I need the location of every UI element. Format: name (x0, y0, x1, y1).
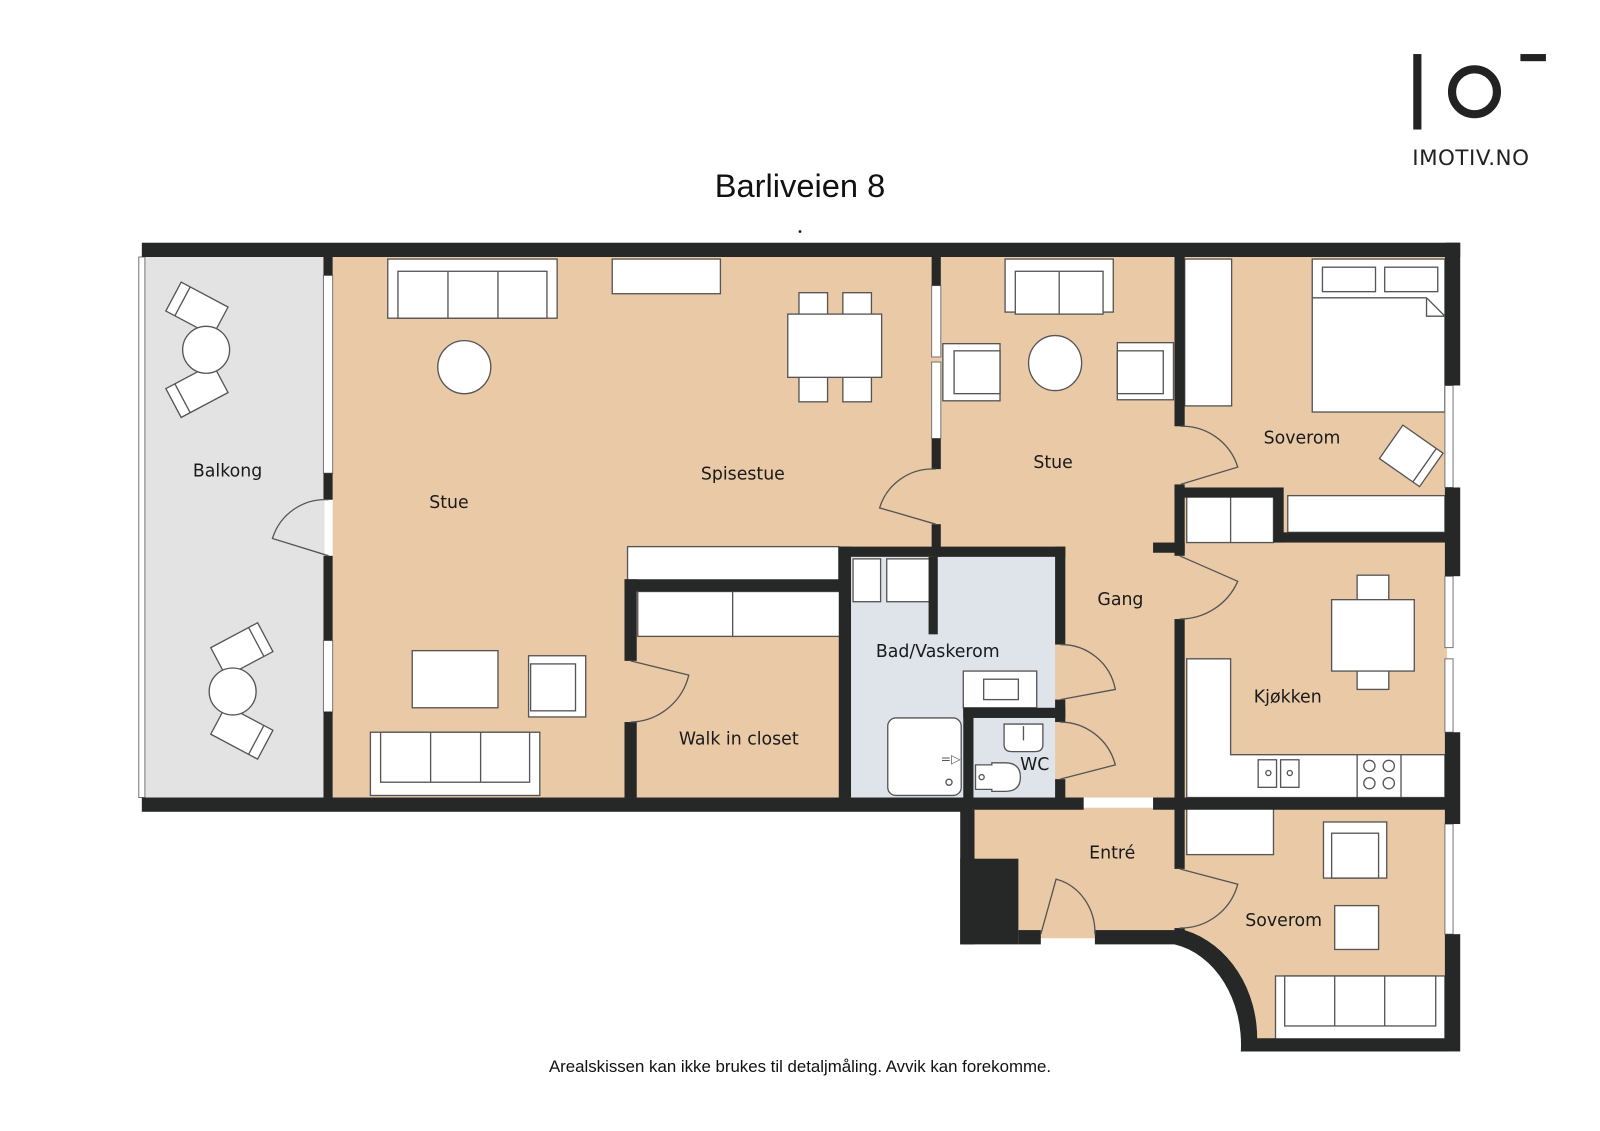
sofa-stue-top (387, 258, 558, 319)
desk-soverom-top (1287, 494, 1446, 534)
doors (271, 425, 1239, 935)
door-entre (1040, 878, 1096, 935)
label-stue-small: Stue (1033, 453, 1072, 473)
label-walk-in-closet: Walk in closet (679, 729, 799, 749)
door-walk-in-closet (630, 660, 690, 723)
armchair-soverom-bottom (1322, 821, 1388, 879)
brand-text: IMOTIV.NO (1412, 146, 1529, 171)
room-labels: Balkong Stue Spisestue Stue Soverom Walk… (193, 429, 1341, 931)
sink-bad (962, 670, 1038, 709)
round-table-stue-small (1027, 334, 1083, 392)
sofa-stue-bottom (369, 731, 541, 797)
balcony-set-top (164, 281, 231, 419)
armchair-stue-small-right (1116, 342, 1175, 401)
wc-fixtures (974, 723, 1044, 793)
label-wc: WC (1020, 755, 1049, 775)
dining-set-spisestue (787, 292, 883, 403)
coffee-table-stue (411, 649, 499, 709)
armchair-stue (527, 655, 587, 718)
label-bad-vaskerom: Bad/Vaskerom (876, 642, 1000, 662)
shelves-walk-in-closet (637, 590, 841, 638)
sofa-stue-small (1004, 258, 1114, 315)
stove (1356, 754, 1402, 799)
page-title: Barliveien 8 (715, 167, 886, 204)
balcony-set-bottom (208, 621, 274, 760)
sideboard-spisestue (611, 258, 722, 295)
dining-set-kjokken (1330, 574, 1415, 691)
logo-bar-icon (1413, 54, 1422, 130)
door-wc (1060, 721, 1117, 780)
label-soverom-bottom: Soverom (1245, 911, 1322, 931)
side-table-soverom-bottom (1334, 904, 1380, 951)
bed-soverom-top (1311, 258, 1446, 413)
bath-fixtures: =▷ (852, 558, 1038, 797)
logo-ring-icon (1447, 65, 1502, 119)
label-stue-main: Stue (429, 493, 468, 513)
armchair-soverom-top (1378, 424, 1444, 488)
counter-spisestue (626, 545, 840, 582)
toilet (974, 762, 1022, 793)
title-dot (798, 230, 802, 233)
brand-logo: IMOTIV.NO (1412, 54, 1546, 171)
shower-bad (887, 717, 962, 797)
door-kjokken (1179, 555, 1239, 620)
round-table-stue (437, 339, 492, 395)
label-spisestue: Spisestue (701, 464, 785, 484)
label-entre: Entré (1089, 844, 1135, 864)
label-gang: Gang (1097, 590, 1143, 610)
label-kjokken: Kjøkken (1254, 688, 1322, 708)
door-spisestue-stue (878, 468, 936, 525)
sofa-soverom-bottom (1274, 975, 1446, 1040)
svg-text:=▷: =▷ (941, 752, 961, 766)
disclaimer-text: Arealskissen kan ikke brukes til detaljm… (549, 1057, 1051, 1076)
door-balkong (271, 499, 329, 557)
furniture: =▷ (164, 258, 1446, 1040)
door-bad (1060, 643, 1117, 701)
door-soverom-bottom (1179, 868, 1239, 929)
armchair-stue-small-left (942, 343, 1001, 402)
label-balkong: Balkong (193, 461, 262, 481)
kitchen-fixtures (1186, 658, 1446, 799)
door-soverom-top (1180, 425, 1239, 486)
wardrobe-soverom-top (1184, 258, 1233, 407)
walls (141, 242, 1461, 1052)
logo-dash-icon (1520, 54, 1546, 62)
label-soverom-top: Soverom (1264, 429, 1341, 449)
wardrobe-soverom-bottom (1186, 808, 1275, 856)
